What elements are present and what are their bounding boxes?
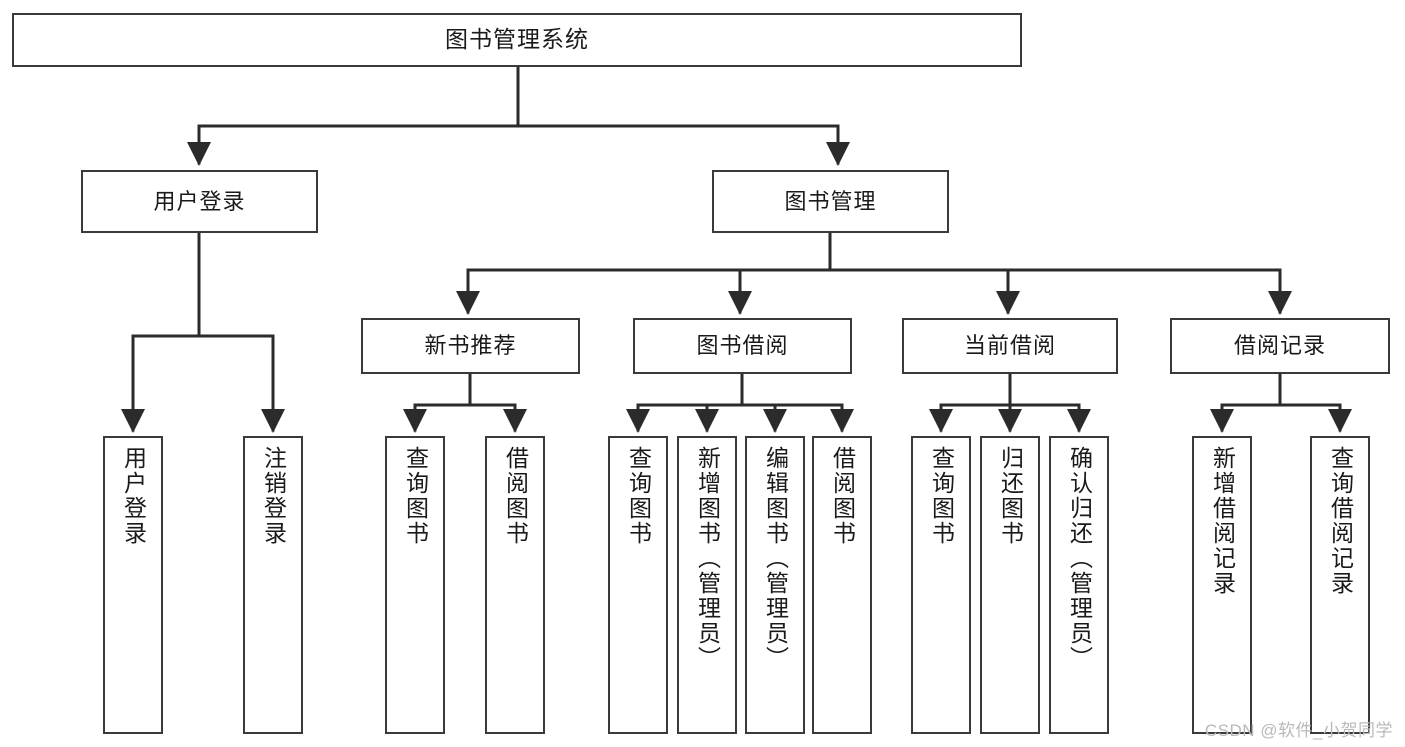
node-label: 确认归还（管理员） xyxy=(1066,446,1093,671)
node-label: 查询借阅记录 xyxy=(1327,446,1354,596)
node-label: 图书管理系统 xyxy=(445,26,589,53)
node-current-borrow[interactable]: 当前借阅 xyxy=(902,318,1118,374)
node-label: 图书借阅 xyxy=(696,333,789,359)
node-user-login[interactable]: 用户登录 xyxy=(81,170,318,233)
node-label: 用户登录 xyxy=(120,446,147,546)
node-label: 查询图书 xyxy=(625,446,652,546)
node-label: 借阅记录 xyxy=(1233,333,1326,359)
leaf-current-borrow-query-book[interactable]: 查询图书 xyxy=(911,436,971,734)
csdn-watermark: CSDN @软件_小贺同学 xyxy=(1204,721,1393,740)
leaf-book-borrow-edit-book-admin[interactable]: 编辑图书（管理员） xyxy=(745,436,805,734)
leaf-user-login-login[interactable]: 用户登录 xyxy=(103,436,163,734)
node-label: 编辑图书（管理员） xyxy=(762,446,789,671)
node-label: 查询图书 xyxy=(402,446,429,546)
leaf-current-borrow-return-book[interactable]: 归还图书 xyxy=(980,436,1040,734)
leaf-current-borrow-confirm-return-admin[interactable]: 确认归还（管理员） xyxy=(1049,436,1109,734)
node-new-book-recommend[interactable]: 新书推荐 xyxy=(361,318,580,374)
node-label: 当前借阅 xyxy=(963,333,1056,359)
node-borrow-record[interactable]: 借阅记录 xyxy=(1170,318,1390,374)
node-label: 用户登录 xyxy=(153,188,246,214)
leaf-new-book-borrow-book[interactable]: 借阅图书 xyxy=(485,436,545,734)
leaf-book-borrow-add-book-admin[interactable]: 新增图书（管理员） xyxy=(677,436,737,734)
node-label: 新书推荐 xyxy=(424,333,517,359)
leaf-book-borrow-query-book[interactable]: 查询图书 xyxy=(608,436,668,734)
node-label: 新增图书（管理员） xyxy=(694,446,721,671)
node-root-book-management-system[interactable]: 图书管理系统 xyxy=(12,13,1022,67)
node-label: 新增借阅记录 xyxy=(1209,446,1236,596)
node-book-management[interactable]: 图书管理 xyxy=(712,170,949,233)
leaf-borrow-record-add-record[interactable]: 新增借阅记录 xyxy=(1192,436,1252,734)
node-label: 注销登录 xyxy=(260,446,287,546)
node-label: 图书管理 xyxy=(784,188,877,214)
node-book-borrow[interactable]: 图书借阅 xyxy=(633,318,852,374)
leaf-new-book-query-book[interactable]: 查询图书 xyxy=(385,436,445,734)
leaf-book-borrow-borrow-book[interactable]: 借阅图书 xyxy=(812,436,872,734)
node-label: 查询图书 xyxy=(928,446,955,546)
node-label: 借阅图书 xyxy=(829,446,856,546)
leaf-borrow-record-query-record[interactable]: 查询借阅记录 xyxy=(1310,436,1370,734)
leaf-user-login-logout[interactable]: 注销登录 xyxy=(243,436,303,734)
node-label: 借阅图书 xyxy=(502,446,529,546)
node-label: 归还图书 xyxy=(997,446,1024,546)
